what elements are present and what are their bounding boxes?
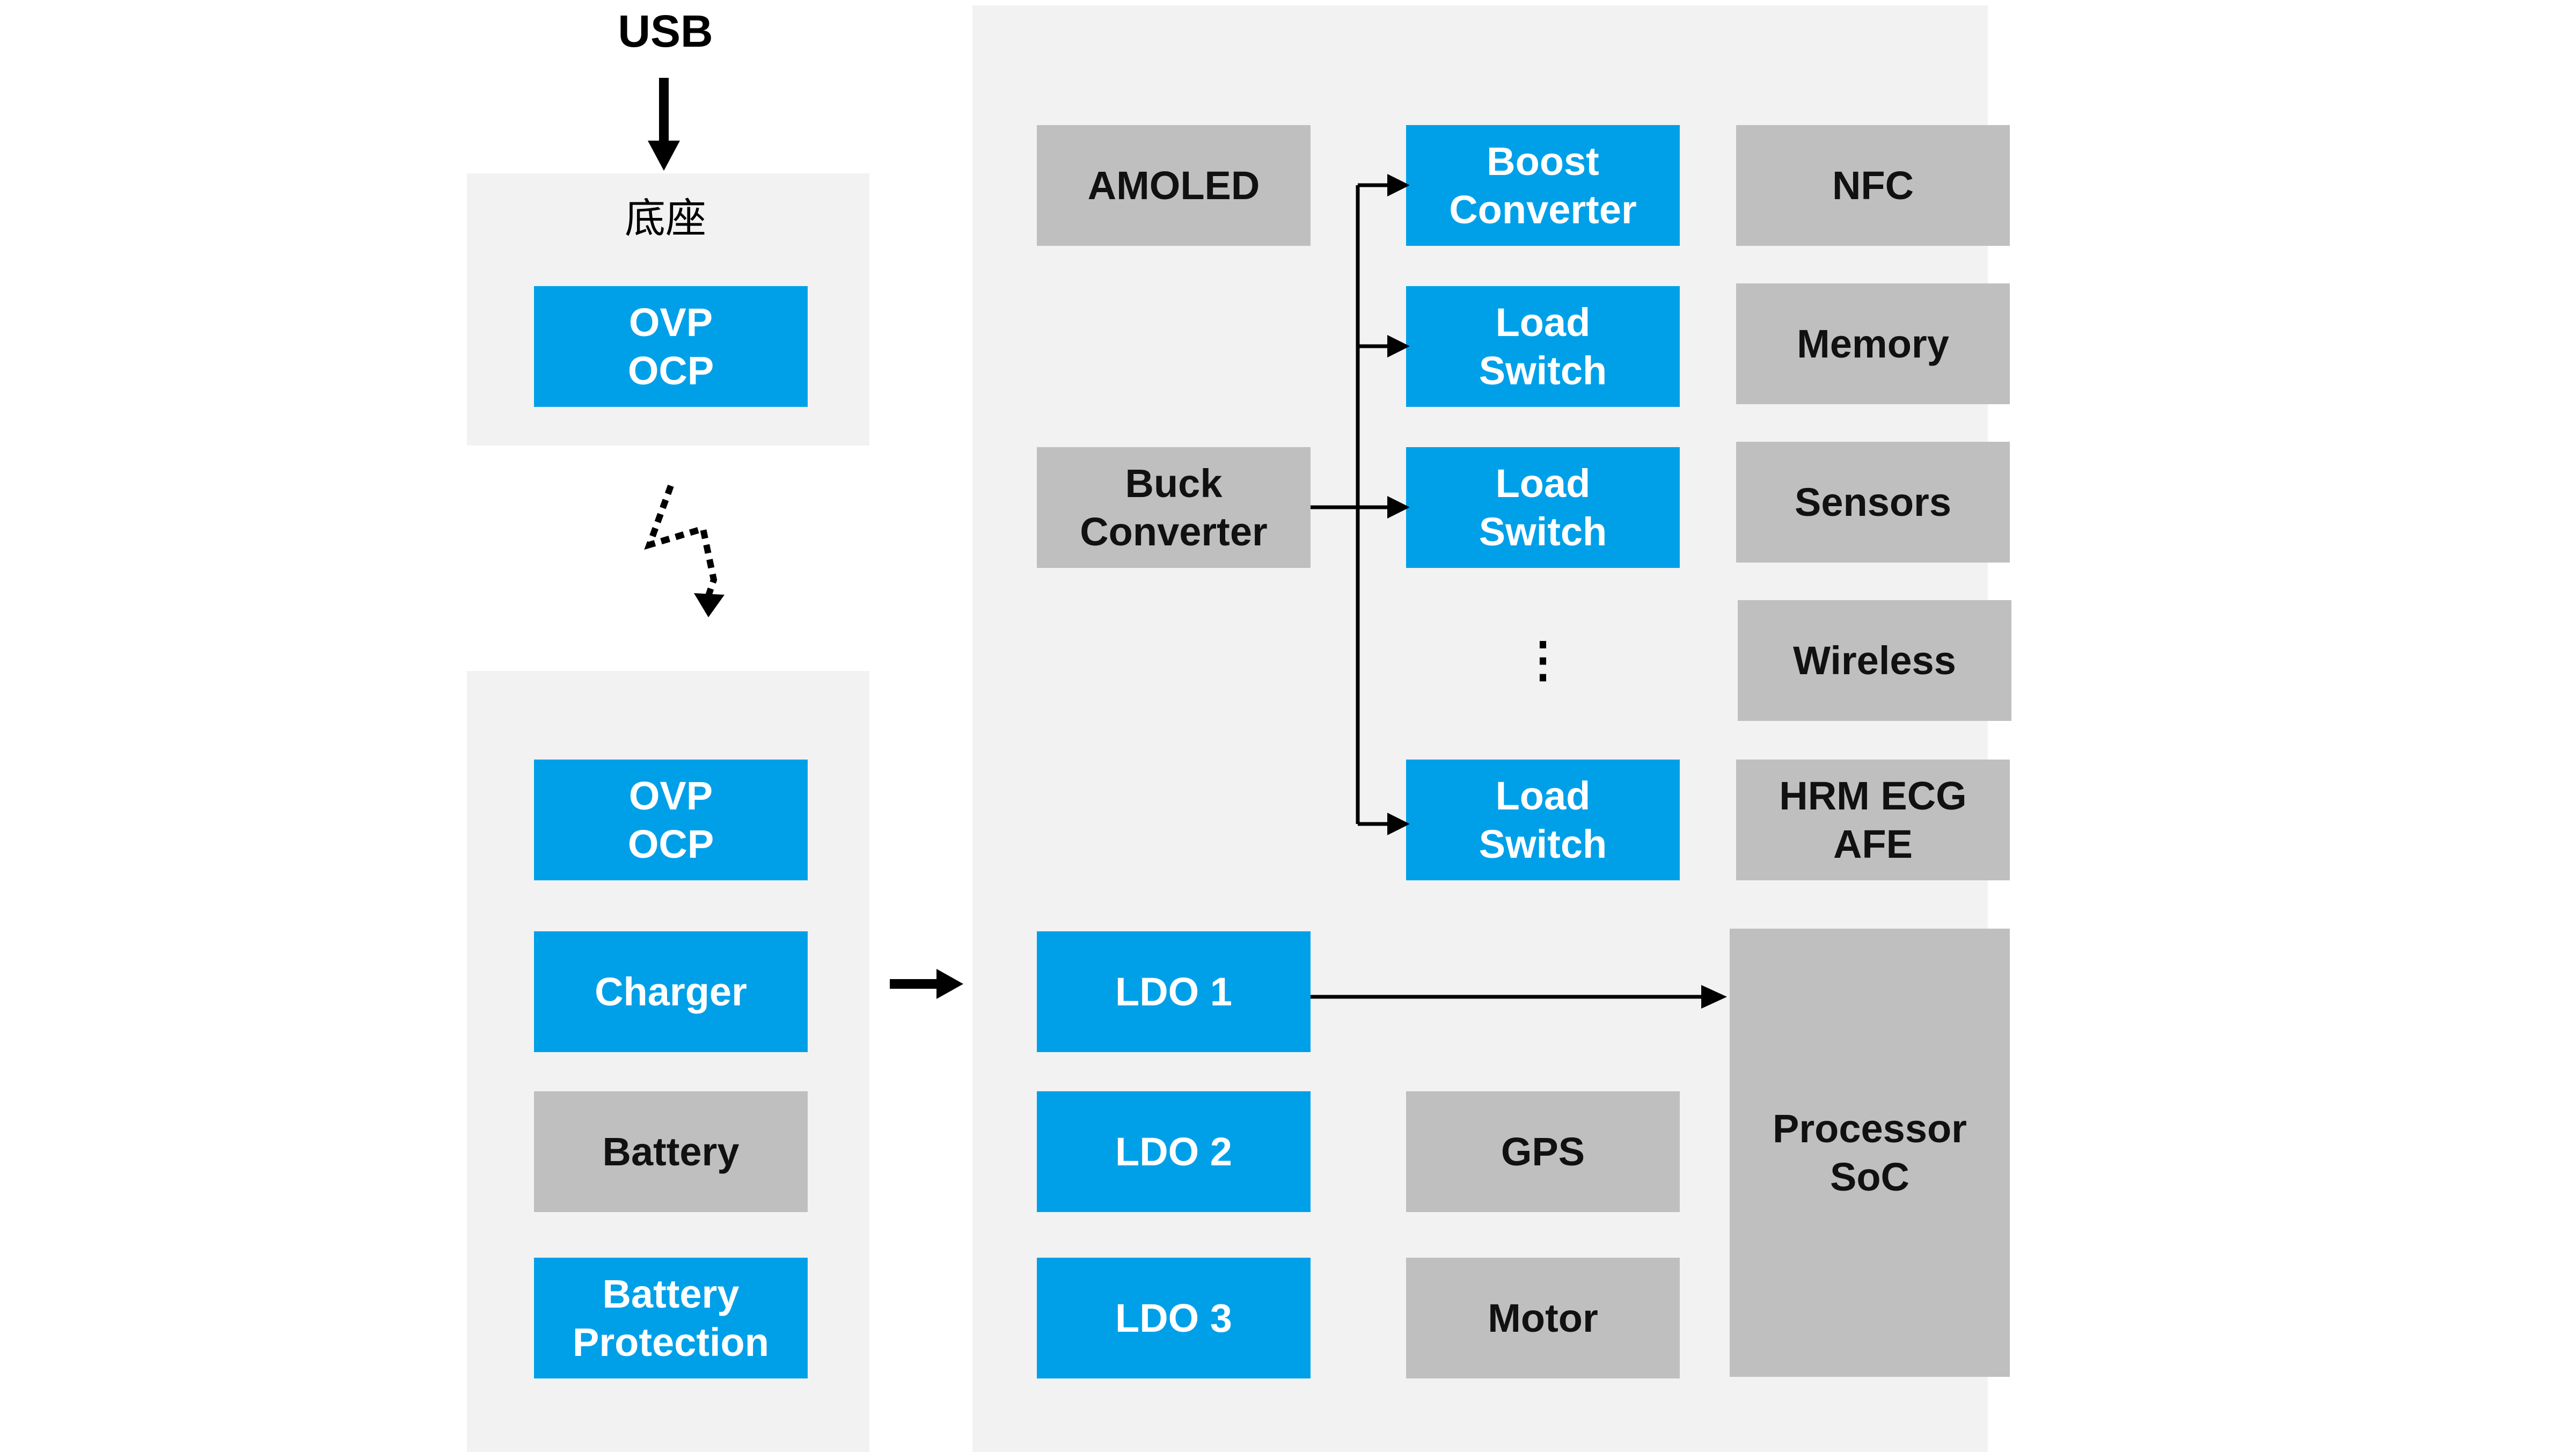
ldo3-block: LDO 3 bbox=[1037, 1258, 1311, 1378]
ldo2-block: LDO 2 bbox=[1037, 1091, 1311, 1212]
amoled-block: AMOLED bbox=[1037, 125, 1311, 246]
usb-down-arrow bbox=[648, 78, 680, 171]
gps-block: GPS bbox=[1406, 1091, 1680, 1212]
wireless-charging-arrow bbox=[644, 484, 724, 617]
ldo1-to-processor-line bbox=[1311, 985, 1727, 1009]
load-switch-1-block: Load Switch bbox=[1406, 286, 1680, 407]
motor-block: Motor bbox=[1406, 1258, 1680, 1378]
ldo1-block: LDO 1 bbox=[1037, 931, 1311, 1052]
charger-block: Charger bbox=[534, 931, 808, 1052]
ellipsis: ⋮ bbox=[1519, 633, 1567, 687]
load-switch-2-block: Load Switch bbox=[1406, 447, 1680, 568]
usb-label: USB bbox=[618, 6, 713, 56]
battery-protection-block: Battery Protection bbox=[534, 1258, 808, 1378]
nfc-block: NFC bbox=[1736, 125, 2010, 246]
wireless-block: Wireless bbox=[1738, 600, 2011, 721]
dock-label: 底座 bbox=[625, 196, 706, 242]
power-arrow bbox=[890, 969, 963, 999]
ovp-ocp-block: OVP OCP bbox=[534, 760, 808, 880]
processor-soc-block: Processor SoC bbox=[1730, 929, 2010, 1377]
buck-distribution-lines bbox=[1311, 174, 1410, 835]
hrm-ecg-afe-block: HRM ECG AFE bbox=[1736, 760, 2010, 880]
sensors-block: Sensors bbox=[1736, 442, 2010, 563]
memory-block: Memory bbox=[1736, 283, 2010, 404]
buck-converter-block: Buck Converter bbox=[1037, 447, 1311, 568]
load-switch-3-block: Load Switch bbox=[1406, 760, 1680, 880]
battery-block: Battery bbox=[534, 1091, 808, 1212]
boost-converter-block: Boost Converter bbox=[1406, 125, 1680, 246]
dock-ovp-ocp-block: OVP OCP bbox=[534, 286, 808, 407]
